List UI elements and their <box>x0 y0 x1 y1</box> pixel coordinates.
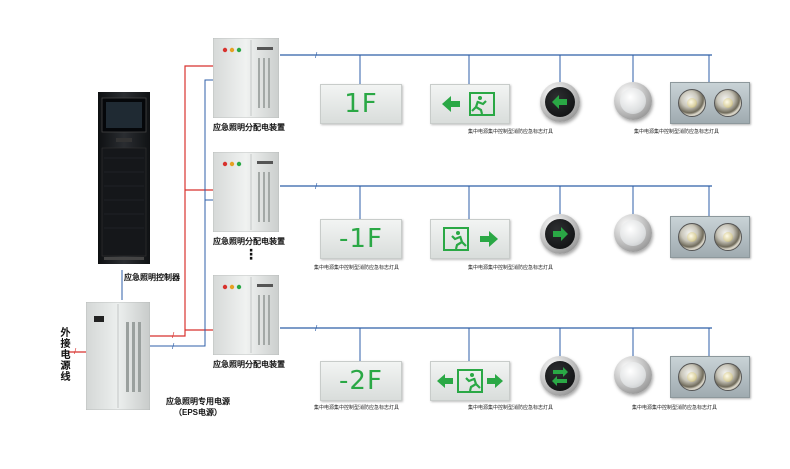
distribution-box-graphic <box>212 274 280 356</box>
running-man-icon <box>469 92 495 116</box>
bus-line-trunk <box>150 79 213 347</box>
twin-head-emergency-lamp-2 <box>670 216 750 258</box>
eps-cabinet-graphic <box>85 301 151 411</box>
exit-left-graphic <box>442 92 495 116</box>
ellipsis-marker: ⋮ <box>244 246 258 262</box>
distribution-box-3-label: 应急照明分配电装置 <box>213 360 285 369</box>
controller-cabinet-graphic <box>98 92 150 264</box>
round-indicator-3 <box>540 356 580 396</box>
wire-mark-eps-blue: / <box>172 342 175 351</box>
floor-sign-2: -1F <box>320 219 402 259</box>
bus-lines <box>121 54 712 361</box>
arrow-right-icon <box>553 227 568 241</box>
arrow-left-icon <box>437 374 453 388</box>
running-man-icon <box>443 227 469 251</box>
distribution-box-1-label: 应急照明分配电装置 <box>213 123 285 132</box>
wire-mark-2: / <box>315 182 318 191</box>
lamps-caption-2: 集中电源集中控制型消防应急标志灯具 <box>468 265 554 271</box>
distribution-box-3 <box>212 274 280 356</box>
signs-caption-2: 集中电源集中控制型消防应急标志灯具 <box>314 265 400 271</box>
eps-label-line2: （EPS电源） <box>174 408 223 417</box>
exit-sign-1 <box>430 84 510 124</box>
lamps-caption-4: 集中电源集中控制型消防应急标志灯具 <box>632 405 718 411</box>
distribution-box-1 <box>212 37 280 119</box>
distribution-box-graphic <box>212 37 280 119</box>
round-indicator-1 <box>540 82 580 122</box>
arrow-right-icon <box>480 231 498 247</box>
eps-label-line1: 应急照明专用电源 <box>166 397 230 406</box>
round-lamp-1 <box>614 82 652 120</box>
exit-sign-2 <box>430 219 510 259</box>
twin-head-emergency-lamp-1 <box>670 82 750 124</box>
running-man-icon <box>457 369 483 393</box>
arrow-left-icon <box>442 96 460 112</box>
distribution-box-2 <box>212 151 280 233</box>
round-lamp-2 <box>614 214 652 252</box>
twin-head-emergency-lamp-3 <box>670 356 750 398</box>
double-arrow-icon <box>552 367 568 386</box>
emergency-lighting-controller <box>98 92 150 264</box>
wire-mark-3: / <box>315 324 318 333</box>
signs-caption-1: 集中电源集中控制型消防应急标志灯具 <box>468 129 554 135</box>
signs-caption-3: 集中电源集中控制型消防应急标志灯具 <box>314 405 400 411</box>
wire-mark-1: / <box>315 51 318 60</box>
exit-sign-3 <box>430 361 510 401</box>
arrow-right-icon <box>487 374 503 388</box>
arrow-left-icon <box>552 95 567 109</box>
floor-sign-1: 1F <box>320 84 402 124</box>
exit-both-graphic <box>437 369 503 393</box>
round-lamp-3 <box>614 356 652 394</box>
distribution-box-2-label: 应急照明分配电装置 <box>213 237 285 246</box>
round-indicator-2 <box>540 214 580 254</box>
external-power-label: 外接电源线 <box>60 328 71 383</box>
controller-label: 应急照明控制器 <box>124 273 180 282</box>
floor-sign-3: -2F <box>320 361 402 401</box>
lamps-caption-3: 集中电源集中控制型消防应急标志灯具 <box>468 405 554 411</box>
lamps-caption-1: 集中电源集中控制型消防应急标志灯具 <box>634 129 720 135</box>
eps-power-cabinet <box>85 301 151 411</box>
wire-mark-eps-red: / <box>172 331 175 340</box>
distribution-box-graphic <box>212 151 280 233</box>
power-line-trunk <box>150 65 213 337</box>
exit-right-graphic <box>443 227 498 251</box>
wire-mark-external: / <box>74 347 77 356</box>
